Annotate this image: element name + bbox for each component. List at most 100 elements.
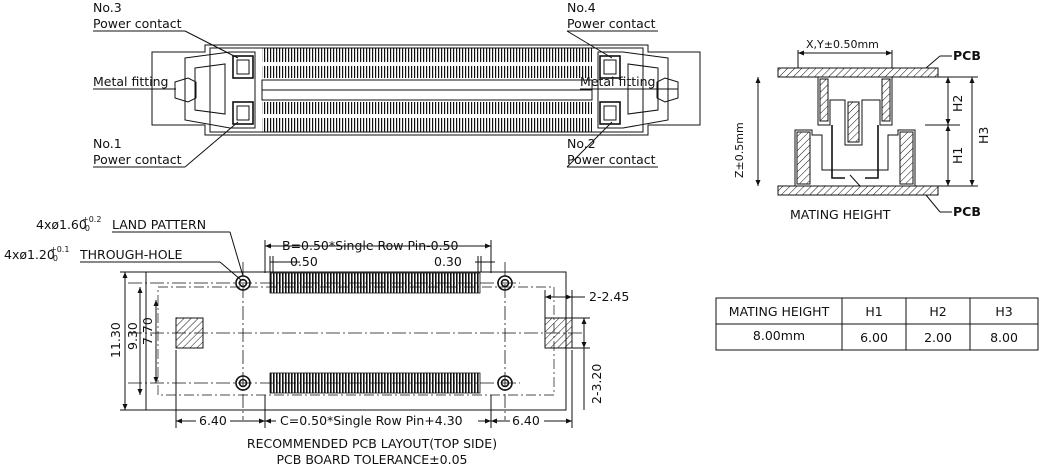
no3-label: Power contact [93, 16, 182, 31]
left-fitting-pad [175, 317, 204, 349]
dim-2-245-arrows [545, 294, 572, 300]
bottom-pcb [777, 185, 939, 196]
contact-no3-box [232, 55, 254, 79]
h1-label: H1 [950, 147, 965, 164]
dim-right-label: 6.40 [512, 413, 540, 428]
plug-right-wall [881, 78, 891, 122]
land-pattern-label: LAND PATTERN [112, 217, 206, 232]
h2-label: H2 [950, 95, 965, 112]
table-header-h2: H2 [929, 304, 946, 319]
land-pattern-tol-minus: -0 [82, 224, 90, 233]
connector-outline [151, 44, 701, 136]
no2-number: No.2 [567, 136, 596, 151]
layout-caption-2: PCB BOARD TOLERANCE±0.05 [277, 452, 468, 467]
pcb-bottom-leader [925, 194, 941, 213]
contact-springs [831, 125, 879, 179]
contact-no1-inner [236, 105, 250, 121]
dim-c-label: C=0.50*Single Row Pin+4.30 [280, 413, 463, 428]
land-pattern-prefix: 4xø1.60 [36, 217, 87, 232]
table-header-h1: H1 [865, 304, 882, 319]
no4-label: Power contact [567, 16, 656, 31]
hole-bottom-left [235, 375, 251, 391]
h3-label: H3 [976, 127, 991, 144]
bottom-pin-row-inner [262, 102, 592, 114]
top-pad-row [269, 272, 481, 294]
contact-no4-inner [603, 59, 617, 75]
no4-number: No.4 [567, 0, 596, 15]
dim-2-320-label: 2-3.20 [589, 364, 604, 404]
through-hole-prefix: 4xø1.20 [4, 247, 55, 262]
through-hole-label: THROUGH-HOLE [79, 247, 183, 262]
plug-left-wall [819, 78, 829, 122]
receptacle-right-wall [899, 131, 914, 185]
top-pin-row-inner [262, 66, 592, 78]
receptacle-body [794, 129, 916, 186]
bottom-dim-arrows [176, 418, 572, 424]
dim-right-label-bg [510, 413, 544, 427]
through-hole-leader [219, 261, 242, 281]
dim-2-245-label: 2-2.45 [589, 289, 629, 304]
left-inner-frame [194, 63, 226, 115]
table-cell-h3: 8.00 [990, 330, 1018, 345]
h2-dim-arrows [945, 77, 951, 125]
land-pattern-tol-plus: +0.2 [82, 215, 101, 224]
table-cell-h2: 2.00 [924, 330, 952, 345]
receptacle-left-wall [796, 131, 811, 185]
right-end-housing [597, 51, 669, 129]
metal-fitting-right-label: Metal fitting [580, 74, 656, 89]
table-cell-mating-height: 8.00mm [753, 328, 805, 343]
z-tolerance-label: Z±0.5mm [733, 122, 746, 178]
pcb-layout-view: 4xø1.60 +0.2 -0 LAND PATTERN 4xø1.20 +0.… [4, 215, 629, 467]
top-pcb [777, 67, 939, 78]
no2-leader [566, 121, 613, 168]
dim-11-30-label: 11.30 [108, 322, 123, 358]
contact-no1-box [232, 101, 254, 125]
no1-number: No.1 [93, 136, 122, 151]
height-table: MATING HEIGHT H1 H2 H3 8.00mm 6.00 2.00 … [715, 297, 1039, 351]
through-hole-tol-plus: +0.1 [50, 245, 69, 254]
dim-left-label: 6.40 [199, 413, 227, 428]
table-cell-h1: 6.00 [860, 330, 888, 345]
pcb-bottom-label: PCB [953, 204, 981, 219]
width-dim-label: 0.30 [434, 254, 462, 269]
bottom-pin-row-outer [262, 118, 592, 132]
table-header-h3: H3 [995, 304, 1012, 319]
pitch-dim-label: 0.50 [290, 254, 318, 269]
contact-no4-box [599, 55, 621, 79]
no3-leader [184, 30, 239, 59]
hole-top-right [497, 275, 513, 291]
table-header-mating-height: MATING HEIGHT [729, 304, 830, 319]
pcb-top-label: PCB [953, 48, 981, 63]
dim-2-320-arrows [581, 318, 587, 348]
no4-leader [566, 30, 613, 59]
contact-no2-box [599, 101, 621, 125]
top-pin-row-outer [262, 48, 592, 62]
mating-side-view: X,Y±0.50mm Z±0.5mm PCB PCB H2 H1 H3 MATI… [733, 38, 991, 222]
no3-number: No.3 [93, 0, 122, 15]
metal-fitting-left-label: Metal fitting [93, 74, 169, 89]
hole-bottom-right [497, 375, 513, 391]
contact-tail [849, 174, 861, 187]
no2-label: Power contact [567, 152, 656, 167]
dim-left-label-bg [196, 413, 230, 427]
connector-top-view: No.3 Power contact No.4 Power contact Me… [93, 0, 701, 168]
through-hole-tol-minus: -0 [50, 254, 58, 263]
right-inner-frame [627, 63, 659, 115]
plug-center-post [847, 101, 860, 143]
left-end-housing [184, 51, 256, 129]
left-metal-fitting-tab [174, 77, 197, 103]
layout-caption-1: RECOMMENDED PCB LAYOUT(TOP SIDE) [247, 436, 497, 451]
bottom-pad-row [269, 372, 481, 394]
right-metal-fitting-tab [656, 77, 679, 103]
dim-9-30-label: 9.30 [125, 322, 140, 350]
mating-height-caption: MATING HEIGHT [790, 207, 891, 222]
land-pattern-leader [229, 231, 244, 277]
pcb-top-leader [925, 55, 941, 69]
right-fitting-pad [544, 317, 573, 349]
b-dim-label: B=0.50*Single Row Pin-0.50 [282, 238, 459, 253]
dim-7-70-label: 7.70 [140, 317, 155, 345]
contact-no3-inner [236, 59, 250, 75]
no1-label: Power contact [93, 152, 182, 167]
no1-leader [184, 121, 239, 168]
